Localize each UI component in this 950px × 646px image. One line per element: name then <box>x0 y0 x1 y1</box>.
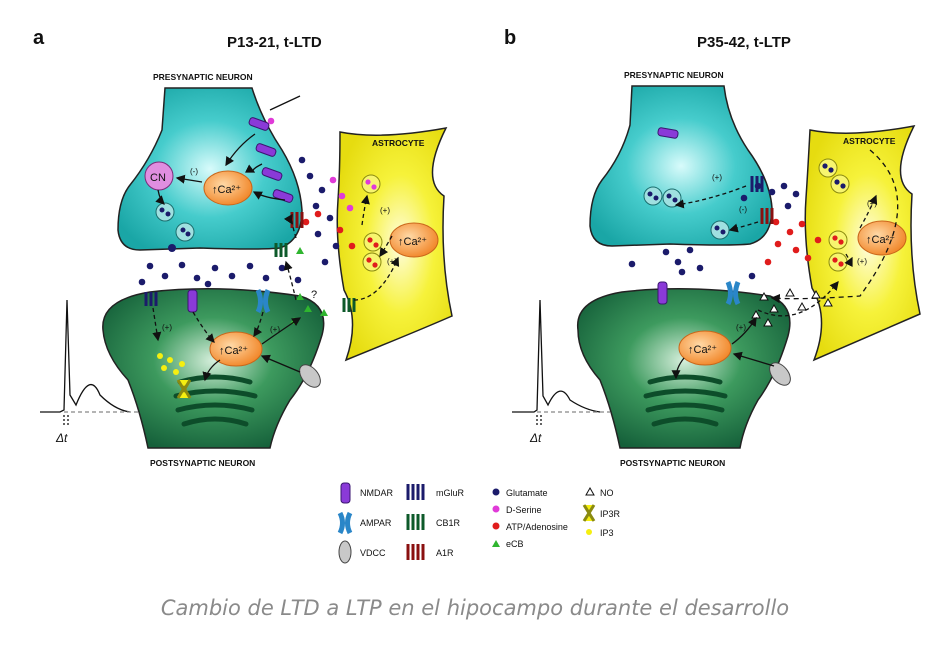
panel-a-ca-astrocyte-label: ↑Ca²⁺ <box>398 236 427 248</box>
panel-a: a P13-21, t-LTD PRESYNAPTIC NEURON ASTRO… <box>33 27 453 468</box>
panel-b-ca-astrocyte <box>857 220 907 256</box>
panel-b-presynaptic-label: PRESYNAPTIC NEURON <box>624 70 724 80</box>
panel-a-ca-postsynaptic-label: ↑Ca²⁺ <box>219 345 248 357</box>
panel-b-spike-trace <box>512 299 610 427</box>
panel-a-spike-trace <box>40 299 140 427</box>
panel-a-cn-label: CN <box>150 172 166 184</box>
panel-b-plus-4: (+) <box>736 323 746 332</box>
panel-a-postsynaptic-label: POSTSYNAPTIC NEURON <box>150 458 255 468</box>
figure-caption: Cambio de LTD a LTP en el hipocampo dura… <box>160 596 790 620</box>
panel-a-vdcc <box>299 364 321 388</box>
panel-a-mglur-post <box>144 292 158 306</box>
panel-a-title: P13-21, t-LTD <box>227 34 322 51</box>
panel-b-plus-2: (+) <box>867 199 877 208</box>
legend-vdcc: VDCC <box>360 548 386 558</box>
panel-a-arrows <box>152 95 400 382</box>
legend-atp: ATP/Adenosine <box>506 522 568 532</box>
panel-a-delta-t: Δt <box>55 431 68 445</box>
panel-a-plus-2: (+) <box>387 257 397 266</box>
panel-b-plus-3: (+) <box>857 257 867 266</box>
legend-no: NO <box>600 488 614 498</box>
panel-b-plus-1: (+) <box>712 173 722 182</box>
panel-b-no <box>751 287 833 327</box>
panel-a-minus: (-) <box>190 167 198 176</box>
panel-a-presynaptic-label: PRESYNAPTIC NEURON <box>153 72 253 82</box>
legend: NMDAR AMPAR VDCC mGluR CB1R A1R Glutamat… <box>337 482 621 564</box>
a1r-icon <box>406 544 425 560</box>
legend-dserine: D-Serine <box>506 505 542 515</box>
panel-b-er <box>643 374 728 427</box>
legend-ampar: AMPAR <box>360 518 392 528</box>
ip3-icon <box>586 529 592 535</box>
panel-b-letter: b <box>504 27 516 49</box>
panel-a-plus-3: (+) <box>162 323 172 332</box>
panel-a-dserine <box>267 117 354 212</box>
mglur-icon <box>406 484 425 500</box>
vdcc-icon <box>338 540 352 564</box>
panel-a-ip3r <box>176 379 192 399</box>
legend-ip3r: IP3R <box>600 509 621 519</box>
dserine-icon <box>492 505 500 513</box>
panel-b-astro-vesicles <box>818 158 850 272</box>
panel-b: b P35-42, t-LTP PRESYNAPTIC NEURON ASTRO… <box>504 27 921 468</box>
panel-b-title: P35-42, t-LTP <box>697 34 791 51</box>
legend-a1r: A1R <box>436 548 454 558</box>
panel-a-cb1r <box>274 243 288 257</box>
panel-b-nmdar-post <box>657 281 668 305</box>
cb1r-icon <box>406 514 425 530</box>
legend-glutamate: Glutamate <box>506 488 548 498</box>
panel-a-ca-presynaptic-label: ↑Ca²⁺ <box>212 184 241 196</box>
panel-b-postsynaptic-neuron <box>577 288 791 449</box>
panel-b-ampar-post <box>725 281 741 306</box>
panel-a-nmdar-post <box>187 289 198 313</box>
panel-b-astrocyte-label: ASTROCYTE <box>843 136 896 146</box>
panel-a-letter: a <box>33 27 45 49</box>
panel-b-ca-astrocyte-label: ↑Ca²⁺ <box>866 234 895 246</box>
panel-b-ca-postsynaptic <box>678 330 732 366</box>
legend-cb1r: CB1R <box>436 518 461 528</box>
panel-b-mglur-pre <box>750 176 764 192</box>
panel-a-ca-astrocyte <box>389 222 439 258</box>
panel-b-a1r <box>760 208 774 224</box>
no-icon <box>585 486 595 496</box>
panel-b-vesicles <box>643 186 730 240</box>
panel-a-postsynaptic-neuron <box>102 288 325 449</box>
panel-b-ca-postsynaptic-label: ↑Ca²⁺ <box>688 344 717 356</box>
panel-a-cb1r-astro <box>342 298 356 312</box>
panel-b-delta-t: Δt <box>529 431 542 445</box>
panel-a-plus-1: (+) <box>380 206 390 215</box>
legend-ip3: IP3 <box>600 528 614 538</box>
panel-a-ampar-post <box>255 289 271 314</box>
legend-nmdar: NMDAR <box>360 488 393 498</box>
panel-a-ca-presynaptic <box>203 170 253 206</box>
panel-a-plus-4: (+) <box>270 325 280 334</box>
legend-ecb: eCB <box>506 539 524 549</box>
panel-a-nmdar-pre <box>248 117 294 203</box>
panel-b-postsynaptic-label: POSTSYNAPTIC NEURON <box>620 458 725 468</box>
ampar-icon <box>337 511 353 535</box>
panel-a-presynaptic-neuron <box>117 87 303 251</box>
ip3r-icon <box>582 504 596 522</box>
panel-a-vesicles <box>155 202 195 242</box>
nmdar-icon <box>340 482 351 504</box>
glutamate-icon <box>492 488 500 496</box>
panel-a-a1r <box>290 212 304 228</box>
panel-a-atp <box>302 210 356 250</box>
panel-a-glutamate-cloud <box>138 156 340 288</box>
panel-a-astrocyte-label: ASTROCYTE <box>372 138 425 148</box>
panel-b-arrows <box>671 149 899 380</box>
panel-a-ip3 <box>157 353 185 375</box>
legend-mglur: mGluR <box>436 488 465 498</box>
panel-b-vdcc <box>769 362 791 386</box>
panel-a-question: ? <box>311 289 317 301</box>
atp-icon <box>492 522 500 530</box>
panel-b-nmdar-pre <box>657 127 679 139</box>
ecb-icon <box>492 540 500 547</box>
diagram: a P13-21, t-LTD PRESYNAPTIC NEURON ASTRO… <box>33 27 921 564</box>
panel-b-minus: (-) <box>739 205 747 214</box>
panel-a-cn <box>144 161 174 191</box>
panel-a-ca-postsynaptic <box>209 331 263 367</box>
panel-b-presynaptic-neuron <box>589 85 773 247</box>
panel-b-atp <box>764 218 822 266</box>
